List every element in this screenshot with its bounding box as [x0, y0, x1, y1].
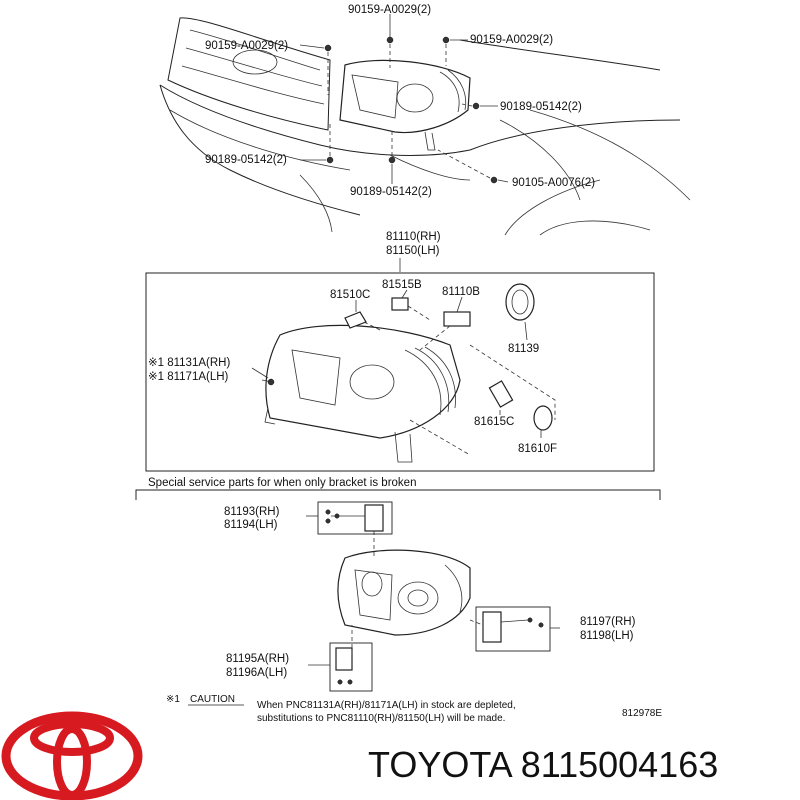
bracket-part-boxes	[306, 501, 560, 692]
caution-line-1: When PNC81131A(RH)/81171A(LH) in stock a…	[257, 700, 516, 711]
label-81193: 81193(RH)	[224, 506, 280, 518]
label-81615c: 81615C	[474, 416, 514, 428]
headlight-unit-drawing	[261, 324, 461, 463]
label-assembly-lh: 81150(LH)	[386, 245, 440, 257]
vehicle-body-drawing	[159, 17, 691, 236]
bracket-section-title: Special service parts for when only brac…	[148, 477, 416, 489]
label-81610f: 81610F	[518, 443, 557, 455]
label-bolt-right: 90159-A0029(2)	[470, 34, 553, 46]
label-81515b: 81515B	[382, 279, 422, 291]
label-81196a: 81196A(LH)	[226, 667, 287, 679]
bracket-bolt-icons	[325, 509, 544, 685]
bracket-section-frame	[135, 489, 661, 500]
bracket-unit-drawing	[335, 504, 502, 671]
label-81139: 81139	[508, 343, 539, 355]
leader-lines-top	[299, 14, 509, 272]
assembly-box	[145, 272, 655, 472]
label-81195a: 81195A(RH)	[226, 653, 289, 665]
bulb-parts	[344, 283, 556, 456]
label-81131a: ※1 81131A(RH)	[148, 357, 230, 369]
label-81171a: ※1 81171A(LH)	[148, 371, 229, 383]
label-nut-left: 90189-05142(2)	[205, 154, 287, 166]
brand-part-number: TOYOTA 8115004163	[368, 744, 718, 785]
leader-lines-middle	[251, 289, 542, 438]
caution-title: CAUTION	[190, 694, 235, 705]
label-81198: 81198(LH)	[580, 630, 634, 642]
bolt-icons-top	[324, 36, 498, 184]
figure-code: 812978E	[622, 708, 662, 719]
headlight-installed	[339, 59, 471, 151]
label-81197: 81197(RH)	[580, 616, 636, 628]
caution-mark: ※1	[166, 694, 180, 705]
label-81194: 81194(LH)	[224, 519, 278, 531]
caution-line-2: substitutions to PNC81110(RH)/81150(LH) …	[257, 713, 505, 724]
label-nut-right: 90189-05142(2)	[500, 101, 582, 113]
label-assembly-rh: 81110(RH)	[386, 231, 441, 243]
label-screw-right: 90105-A0076(2)	[512, 177, 595, 189]
label-81110b: 81110B	[442, 286, 480, 298]
label-nut-bottom: 90189-05142(2)	[350, 186, 432, 198]
label-81510c: 81510C	[330, 289, 370, 301]
toyota-logo-icon	[1, 711, 143, 800]
label-bolt-top: 90159-A0029(2)	[348, 4, 431, 16]
label-bolt-left: 90159-A0029(2)	[205, 40, 288, 52]
